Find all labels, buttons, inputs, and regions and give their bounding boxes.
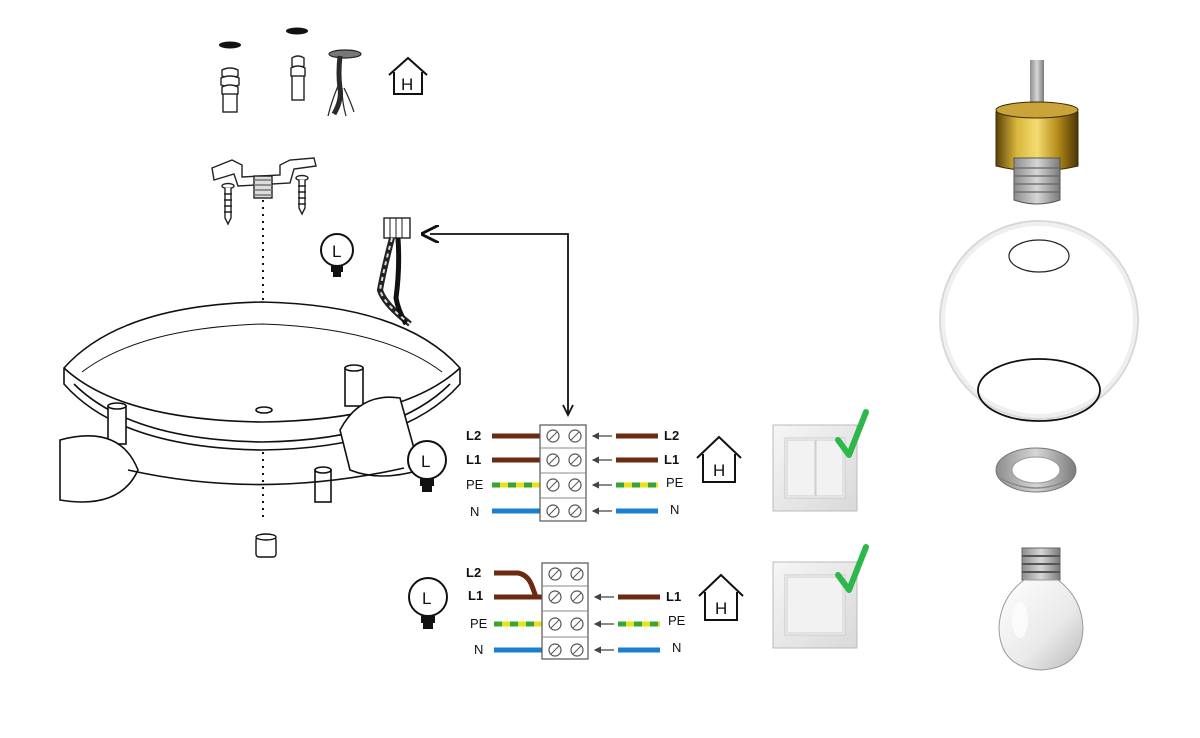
- svg-text:PE: PE: [668, 613, 686, 628]
- svg-text:L1: L1: [664, 452, 679, 467]
- wiring-top: L L2 L1 PE N: [407, 409, 869, 522]
- svg-text:L1: L1: [468, 588, 483, 603]
- svg-text:L2: L2: [466, 565, 481, 580]
- mounting-bracket: [211, 157, 317, 226]
- ceiling-fixings: H: [219, 27, 428, 117]
- lamp-wire-connector: [376, 217, 412, 327]
- svg-text:PE: PE: [470, 616, 488, 631]
- canopy-post: [107, 402, 127, 445]
- svg-text:H: H: [401, 75, 413, 94]
- house-icon: H: [698, 573, 744, 621]
- lamp-icon: L: [320, 233, 354, 277]
- svg-text:L: L: [422, 589, 431, 608]
- svg-text:L1: L1: [466, 452, 481, 467]
- svg-text:H: H: [715, 599, 727, 618]
- wall-plug-right: [290, 55, 306, 101]
- svg-text:N: N: [670, 502, 679, 517]
- brass-socket: [995, 101, 1079, 205]
- svg-text:N: N: [672, 640, 681, 655]
- canopy-post: [314, 466, 332, 503]
- wiring-bottom: L L2 L1 PE N: [408, 544, 869, 660]
- screw-left: [221, 182, 235, 226]
- pendant-parts: [939, 60, 1139, 671]
- wall-plug-left: [220, 67, 240, 113]
- svg-text:N: N: [470, 504, 479, 519]
- house-icon: H: [388, 56, 428, 95]
- lamp-icon: L: [407, 440, 447, 492]
- svg-text:L2: L2: [466, 428, 481, 443]
- canopy-post: [344, 364, 364, 407]
- threaded-ring: [995, 447, 1077, 493]
- terminal-block: [539, 424, 587, 522]
- check-icon: [835, 544, 869, 593]
- svg-text:L2: L2: [664, 428, 679, 443]
- connection-arrow: [430, 234, 569, 415]
- single-switch: [772, 544, 869, 649]
- svg-text:L: L: [332, 242, 341, 261]
- check-icon: [835, 409, 869, 458]
- house-icon: H: [696, 435, 742, 483]
- terminal-block: [541, 562, 589, 660]
- light-bulb: [998, 547, 1084, 671]
- double-switch: [772, 409, 869, 512]
- svg-text:H: H: [713, 461, 725, 480]
- svg-text:L1: L1: [666, 589, 681, 604]
- pendant-cable: [1030, 60, 1044, 108]
- svg-text:PE: PE: [466, 477, 484, 492]
- screw-right: [295, 174, 309, 216]
- svg-text:PE: PE: [666, 475, 684, 490]
- mains-cable: [327, 49, 362, 117]
- glass-globe: [939, 220, 1139, 422]
- ceiling-canopy: [59, 301, 461, 503]
- svg-text:L: L: [421, 452, 430, 471]
- svg-text:N: N: [474, 642, 483, 657]
- lamp-icon: L: [408, 577, 448, 629]
